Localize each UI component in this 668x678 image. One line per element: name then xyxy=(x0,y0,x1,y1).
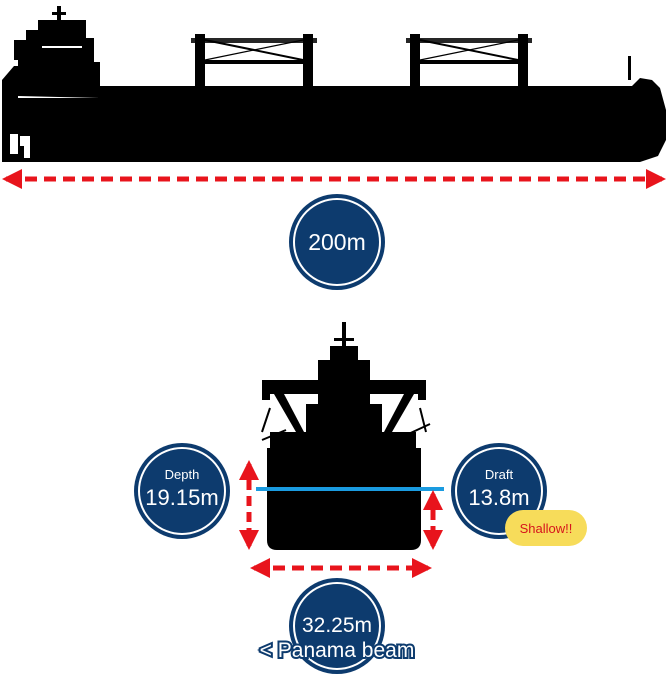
draft-label: Draft xyxy=(485,467,514,482)
panama-beam-label: < Panama beam xyxy=(260,639,415,662)
length-value: 200m xyxy=(308,229,366,255)
depth-label: Depth xyxy=(165,467,200,482)
beam-badge: 32.25m xyxy=(289,578,385,674)
ship-side-details xyxy=(10,46,82,158)
ship-front-silhouette-icon xyxy=(261,322,431,550)
length-badge: 200m xyxy=(289,194,385,290)
beam-value: 32.25m xyxy=(302,614,372,637)
shallow-note-badge: Shallow!! xyxy=(505,510,587,546)
depth-value: 19.15m xyxy=(145,485,218,510)
ship-side-silhouette-icon xyxy=(2,6,666,162)
shallow-note-text: Shallow!! xyxy=(520,521,573,536)
draft-value: 13.8m xyxy=(468,485,529,510)
depth-badge: Depth 19.15m xyxy=(134,443,230,539)
